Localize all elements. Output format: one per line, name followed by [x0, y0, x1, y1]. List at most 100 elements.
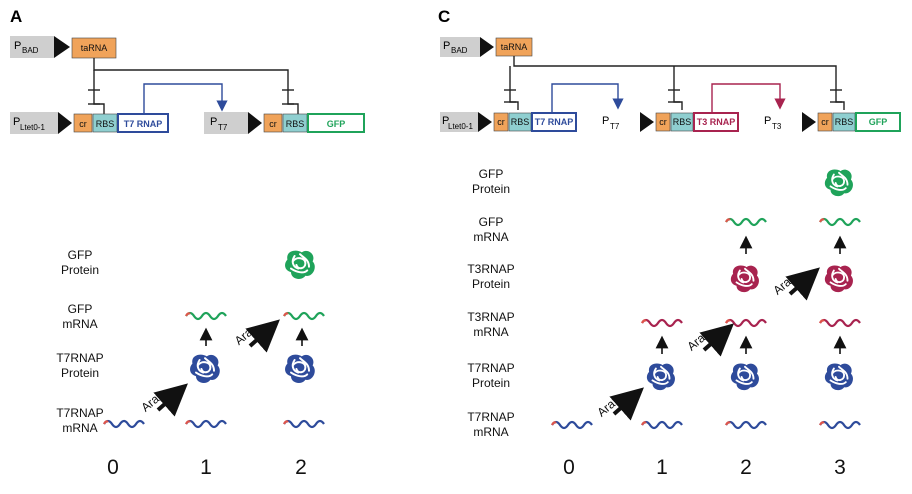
svg-text:RBS: RBS — [835, 117, 854, 127]
svg-text:T3: T3 — [772, 122, 782, 131]
svg-text:Protein: Protein — [472, 376, 510, 390]
t7rnap-protein-icon — [729, 362, 760, 392]
t3rnap-protein-icon — [729, 264, 760, 294]
svg-text:T3 RNAP: T3 RNAP — [697, 117, 736, 127]
row-label-t3rnap-mrna-c: T3RNAP — [467, 310, 514, 324]
promoter-pltet-a: P Ltet0-1 — [10, 112, 72, 134]
ara-arrow-c2: Ara — [684, 323, 734, 357]
svg-text:P: P — [764, 115, 771, 127]
svg-text:T7 RNAP: T7 RNAP — [535, 117, 574, 127]
cr-box-c1 — [493, 112, 509, 132]
ara-arrow-c3: Ara — [770, 267, 820, 301]
panel-a: A P BAD taRNA P Ltet0-1 cr — [10, 7, 365, 479]
t7rnap-protein-icon — [189, 353, 221, 384]
step-1-a: 1 — [200, 456, 212, 479]
step-3-c: 3 — [834, 456, 846, 479]
step-1-c: 1 — [656, 456, 668, 479]
svg-text:mRNA: mRNA — [62, 421, 97, 435]
row-label-gfp-mrna-c: GFP — [479, 215, 504, 229]
t7rnap-mrna-icon — [641, 420, 683, 430]
t7rnap-mrna-icon — [185, 419, 227, 429]
t7rnap-protein-icon — [284, 353, 316, 384]
t3rnap-box-c — [693, 112, 739, 132]
gfp-box-c — [855, 112, 901, 132]
step-2-c: 2 — [740, 456, 752, 479]
promoter-pt7-c: P T7 — [598, 112, 654, 132]
t7rnap-protein-icon — [823, 362, 854, 392]
ara-arrow-a1: Ara — [138, 383, 188, 417]
svg-text:cr: cr — [659, 117, 667, 127]
promoter-pt7-a: P T7 — [204, 112, 262, 134]
panel-c: C P BAD taRNA P — [438, 7, 901, 479]
promoter-arrow-icon — [802, 112, 816, 132]
t7rnap-mrna-icon — [551, 420, 593, 430]
promoter-arrow-icon — [248, 112, 262, 134]
svg-text:cr: cr — [821, 117, 829, 127]
svg-text:mRNA: mRNA — [473, 230, 508, 244]
gfp-box-a — [307, 113, 365, 133]
svg-text:RBS: RBS — [511, 117, 530, 127]
svg-text:T7 RNAP: T7 RNAP — [124, 119, 163, 129]
t3rnap-mrna-icon — [819, 318, 861, 328]
svg-text:cr: cr — [497, 117, 505, 127]
t7rnap-mrna-icon — [819, 420, 861, 430]
promoter-arrow-icon — [58, 112, 72, 134]
svg-text:Ltet0-1: Ltet0-1 — [448, 122, 473, 131]
svg-text:RBS: RBS — [96, 119, 115, 129]
svg-text:mRNA: mRNA — [473, 325, 508, 339]
svg-text:mRNA: mRNA — [62, 317, 97, 331]
svg-text:cr: cr — [269, 119, 277, 129]
gfp-mrna-icon — [819, 217, 861, 227]
promoter-pt3-c: P T3 — [760, 112, 816, 132]
promoter-pbad-a: P BAD — [10, 36, 70, 58]
cr-box-a1 — [73, 113, 93, 133]
svg-text:P: P — [210, 116, 217, 128]
promoter-arrow-icon — [54, 36, 70, 58]
promoter-arrow-icon — [640, 112, 654, 132]
promoter-pbad-c: P BAD — [440, 37, 494, 57]
row-label-t7rnap-protein-a: T7RNAP — [56, 351, 103, 365]
svg-text:T7: T7 — [218, 123, 228, 132]
ara-arrow-a2: Ara — [232, 319, 280, 353]
svg-text:Ara: Ara — [138, 392, 162, 415]
activation-arrow-t7-c — [551, 83, 624, 112]
t7rnap-box-c — [531, 112, 577, 132]
row-label-t3rnap-protein-c: T3RNAP — [467, 262, 514, 276]
gfp-mrna-icon — [725, 217, 767, 227]
svg-text:GFP: GFP — [869, 117, 888, 127]
t7rnap-mrna-icon — [283, 419, 325, 429]
t7rnap-protein-icon — [645, 362, 676, 392]
svg-text:P: P — [442, 115, 449, 127]
gfp-mrna-icon — [185, 311, 227, 321]
svg-text:Protein: Protein — [61, 366, 99, 380]
row-label-t7rnap-protein-c: T7RNAP — [467, 361, 514, 375]
row-label-gfp-protein-a: GFP — [68, 248, 93, 262]
t3rnap-protein-icon — [823, 264, 854, 294]
repression-lines-a — [88, 58, 299, 114]
step-0-c: 0 — [563, 456, 575, 479]
svg-text:Protein: Protein — [472, 277, 510, 291]
ara-arrow-c1: Ara — [594, 387, 644, 421]
svg-text:mRNA: mRNA — [473, 425, 508, 439]
svg-text:RBS: RBS — [673, 117, 692, 127]
svg-text:Protein: Protein — [61, 263, 99, 277]
svg-text:RBS: RBS — [286, 119, 305, 129]
panel-letter-c: C — [438, 7, 450, 26]
svg-text:taRNA: taRNA — [501, 42, 528, 52]
repression-lines-c — [504, 56, 845, 110]
svg-text:P: P — [13, 116, 20, 128]
t3rnap-mrna-icon — [641, 318, 683, 328]
promoter-arrow-icon — [480, 37, 494, 57]
row-label-gfp-mrna-a: GFP — [68, 302, 93, 316]
t7rnap-mrna-icon — [103, 419, 145, 429]
t7rnap-mrna-icon — [725, 420, 767, 430]
svg-text:P: P — [443, 40, 450, 52]
svg-text:T7: T7 — [610, 122, 620, 131]
cr-box-c2 — [655, 112, 671, 132]
svg-text:cr: cr — [79, 119, 87, 129]
panel-letter-a: A — [10, 7, 22, 26]
row-label-t7rnap-mrna-a: T7RNAP — [56, 406, 103, 420]
svg-text:P: P — [14, 40, 21, 52]
row-label-gfp-protein-c: GFP — [479, 167, 504, 181]
